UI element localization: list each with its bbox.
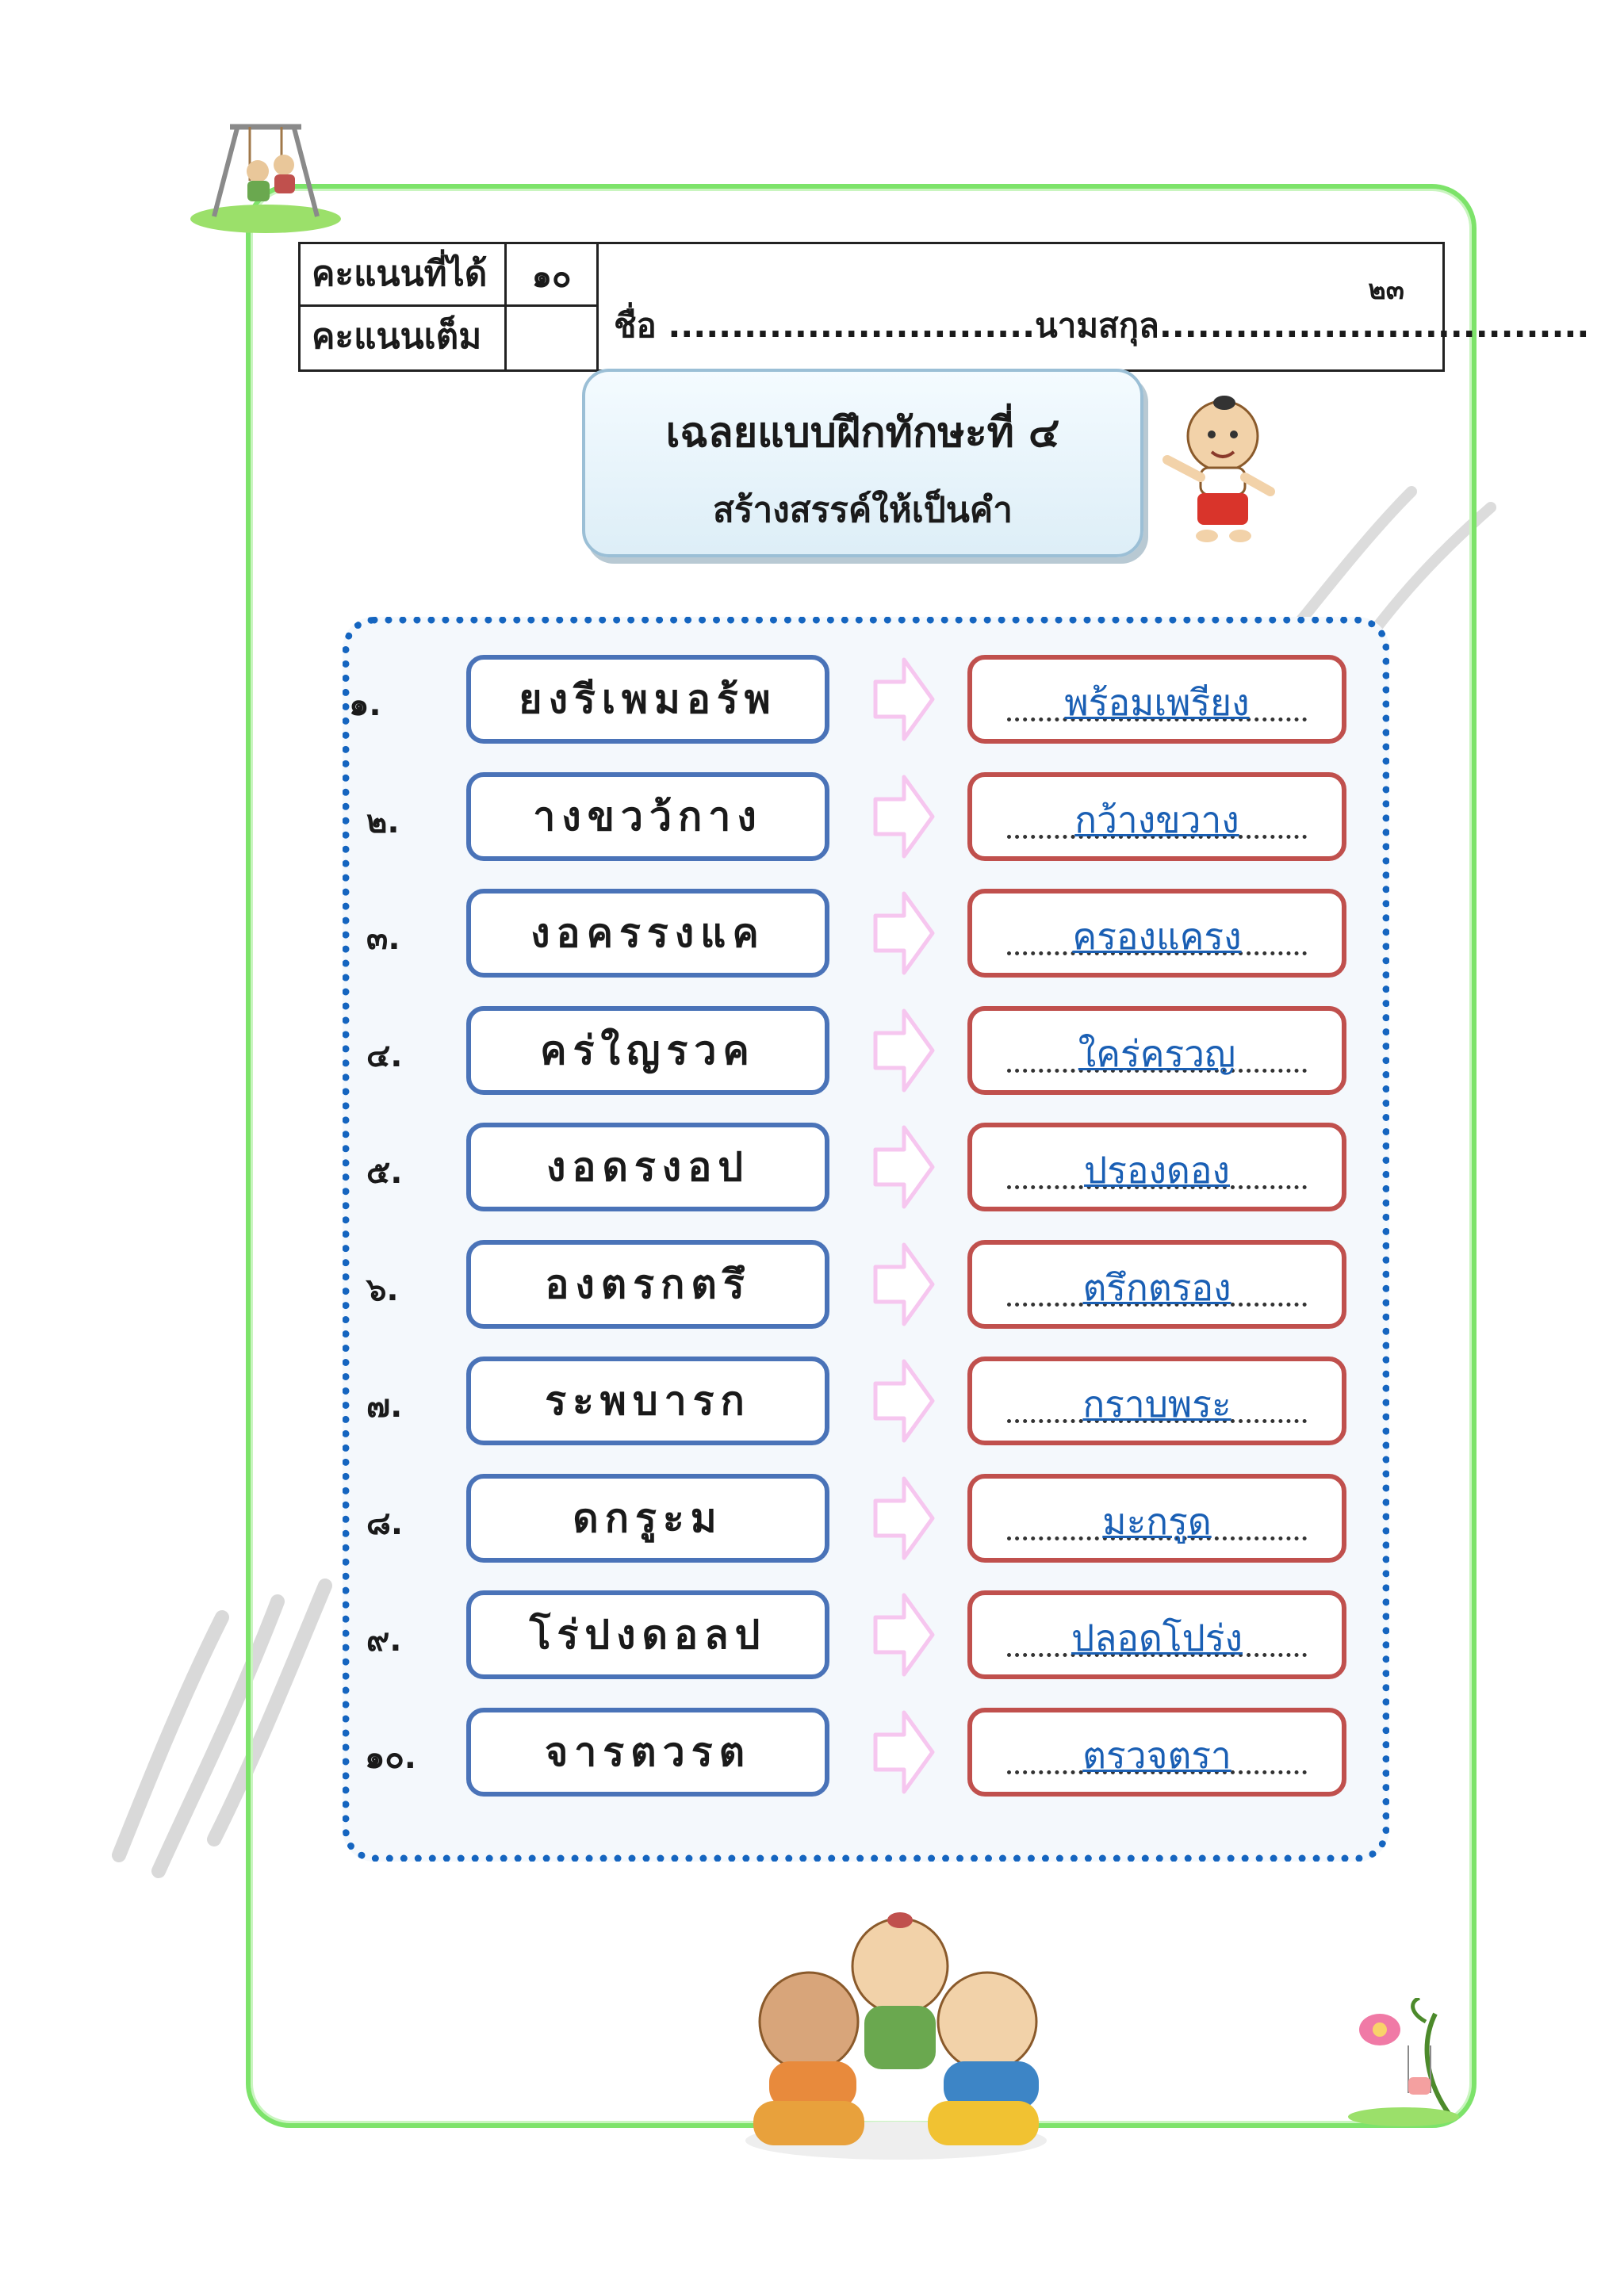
exercise-number: ๕. xyxy=(366,1154,403,1191)
answer-text: พร้อมเพรียง xyxy=(1064,681,1250,724)
arrow-right-icon xyxy=(873,657,935,741)
arrow-right-icon xyxy=(873,775,935,859)
score-value-column: ๑๐ xyxy=(507,244,599,369)
answer-dotted-line xyxy=(1007,951,1307,955)
exercise-number: ๑. xyxy=(349,687,381,723)
score-divider xyxy=(301,304,599,307)
answer-box[interactable]: ปลอดโปร่ง xyxy=(967,1590,1346,1679)
arrow-right-icon xyxy=(873,1476,935,1560)
exercise-number: ๔. xyxy=(366,1038,403,1074)
watermark-scribble xyxy=(112,1578,332,1878)
answer-box[interactable]: ตรึกตรอง xyxy=(967,1240,1346,1329)
answer-dotted-line xyxy=(1007,1653,1307,1657)
answer-text: ครองแครง xyxy=(1072,915,1242,958)
arrow-right-icon xyxy=(873,1242,935,1326)
full-score-value: ๑๐ xyxy=(531,258,572,295)
scrambled-word-box: โร่ปงดอลป xyxy=(466,1590,829,1679)
answer-text: กราบพระ xyxy=(1082,1383,1231,1425)
answer-dotted-line xyxy=(1007,1185,1307,1189)
scrambled-word-box: งอครรงแค xyxy=(466,889,829,978)
arrow-right-icon xyxy=(873,1125,935,1209)
scrambled-word-box: องตรกตรึ xyxy=(466,1240,829,1329)
arrow-right-icon xyxy=(873,1359,935,1443)
full-score-label: คะแนนเต็ม xyxy=(312,316,482,357)
cartoon-boy-illustration xyxy=(1162,396,1275,542)
answer-dotted-line xyxy=(1007,718,1307,721)
answer-box[interactable]: ครองแครง xyxy=(967,889,1346,978)
answer-box[interactable]: ตรวจตรา xyxy=(967,1708,1346,1797)
answer-box[interactable]: ปรองดอง xyxy=(967,1123,1346,1211)
answer-text: กว้างขวาง xyxy=(1074,798,1239,841)
answer-dotted-line xyxy=(1007,1770,1307,1774)
answer-text: ใคร่ครวญ xyxy=(1078,1032,1236,1075)
exercise-subtitle: สร้างสรรค์ให้เป็นคำ xyxy=(713,490,1013,530)
flower-swing-illustration xyxy=(1348,1998,1459,2126)
title-box: เฉลยแบบฝึกทักษะที่ ๔ สร้างสรรค์ให้เป็นคำ xyxy=(582,369,1143,557)
answer-box[interactable]: กว้างขวาง xyxy=(967,772,1346,861)
scrambled-word-box: างขวว้กาง xyxy=(466,772,829,861)
scrambled-word-box: งอดรงอป xyxy=(466,1123,829,1211)
exercise-number: ๓. xyxy=(366,920,400,957)
scrambled-word-box: จารตวรต xyxy=(466,1708,829,1797)
exercise-number: ๘. xyxy=(366,1506,404,1542)
answer-dotted-line xyxy=(1007,835,1307,839)
exercise-number: ๑๐. xyxy=(365,1739,416,1776)
answer-dotted-line xyxy=(1007,1303,1307,1307)
answer-box[interactable]: ใคร่ครวญ xyxy=(967,1006,1346,1095)
children-playing-illustration xyxy=(745,1912,1047,2160)
answer-box[interactable]: พร้อมเพรียง xyxy=(967,655,1346,744)
arrow-right-icon xyxy=(873,891,935,975)
exercise-number: ๖. xyxy=(366,1272,399,1308)
answer-text: ปรองดอง xyxy=(1084,1149,1230,1192)
exercise-title: เฉลยแบบฝึกทักษะที่ ๔ xyxy=(665,409,1060,457)
scrambled-word-box: คร่ใญรวค xyxy=(466,1006,829,1095)
page-number: ๒๓ xyxy=(1368,274,1404,306)
scrambled-word-box: ยงรีเพมอร้พ xyxy=(466,655,829,744)
answer-text: มะกรูด xyxy=(1102,1500,1212,1543)
arrow-right-icon xyxy=(873,1593,935,1677)
answer-text: ปลอดโปร่ง xyxy=(1071,1617,1243,1659)
exercise-number: ๙. xyxy=(366,1622,402,1659)
score-label-column: คะแนนที่ได้ คะแนนเต็ม xyxy=(301,244,507,369)
answer-box[interactable]: กราบพระ xyxy=(967,1357,1346,1445)
exercise-number: ๒. xyxy=(366,804,400,840)
swing-illustration xyxy=(190,124,341,233)
answer-dotted-line xyxy=(1007,1536,1307,1540)
arrow-right-icon xyxy=(873,1008,935,1093)
answer-box[interactable]: มะกรูด xyxy=(967,1474,1346,1563)
name-field[interactable]: ชื่อ .............................นามสกุ… xyxy=(614,306,1590,345)
answer-dotted-line xyxy=(1007,1069,1307,1073)
answer-dotted-line xyxy=(1007,1419,1307,1423)
answer-text: ตรึกตรอง xyxy=(1082,1266,1231,1309)
score-table: คะแนนที่ได้ คะแนนเต็ม ๑๐ ๒๓ ชื่อ .......… xyxy=(298,242,1589,372)
arrow-right-icon xyxy=(873,1710,935,1794)
exercise-number: ๗. xyxy=(366,1388,403,1425)
earned-score-label: คะแนนที่ได้ xyxy=(312,254,488,294)
scrambled-word-box: ดกรูะม xyxy=(466,1474,829,1563)
scrambled-word-box: ระพบารก xyxy=(466,1357,829,1445)
answer-text: ตรวจตรา xyxy=(1082,1734,1231,1777)
